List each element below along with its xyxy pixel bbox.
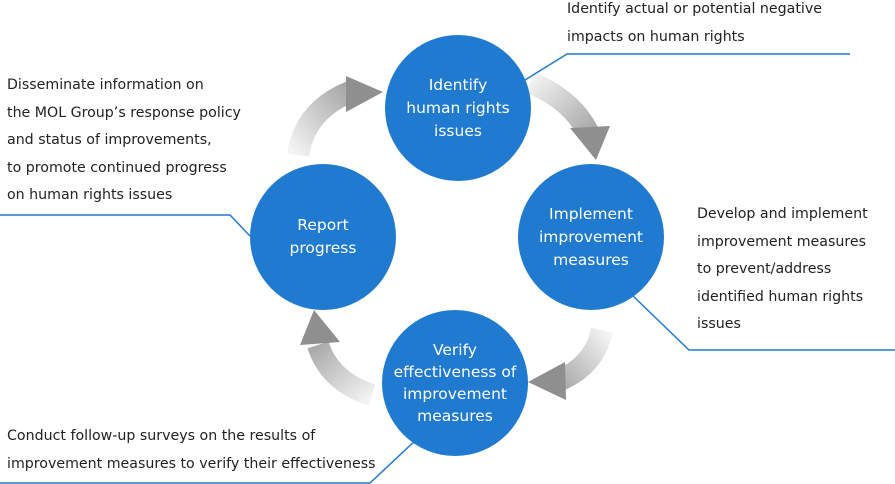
description-implement-line-4: identified human rights [697,288,864,305]
node-report-line-1: Report [297,216,349,234]
connector-line-identify [524,53,850,81]
node-report-line-2: progress [289,239,357,257]
description-implement-line-2: improvement measures [697,233,866,250]
description-report-line-2: the MOL Group’s response policy [7,104,241,121]
node-verify-effectiveness: Verify effectiveness of improvement meas… [382,310,528,456]
description-identify-line-2: impacts on human rights [567,28,745,45]
description-identify: Identify actual or potential negative im… [567,0,822,51]
node-identify-line-3: issues [434,121,482,140]
node-identify-issues: Identify human rights issues [385,35,531,181]
arrow-implement-to-verify [528,327,613,400]
arrow-identify-to-implement [525,71,610,160]
node-verify-line-3: improvement [402,385,507,403]
connector-line-report [0,214,251,237]
node-verify-line-1: Verify [433,341,477,359]
description-report-line-4: to promote continued progress [7,159,227,176]
node-implement-line-2: improvement [538,227,643,246]
connector-line-implement [631,294,895,351]
description-verify-line-2: improvement measures to verify their eff… [7,455,376,472]
description-report-line-1: Disseminate information on [7,77,204,93]
node-identify-line-1: Identify [428,75,488,94]
node-identify-line-2: human rights [406,98,510,117]
description-verify: Conduct follow-up surveys on the results… [7,423,376,478]
node-verify-line-2: effectiveness of [393,363,517,381]
description-report-line-3: and status of improvements, [7,132,212,148]
connector-line-verify [0,437,419,484]
node-verify-line-4: measures [417,407,493,425]
description-verify-line-1: Conduct follow-up surveys on the results… [7,428,316,444]
node-report-progress: Report progress [250,164,396,310]
node-implement-line-1: Implement [549,204,633,223]
arrow-report-to-identify [287,76,383,158]
node-implement-line-3: measures [553,250,629,269]
description-report: Disseminate information on the MOL Group… [7,72,241,210]
node-implement-measures: Implement improvement measures [518,164,664,310]
description-implement-line-5: issues [697,316,741,332]
description-implement-line-3: to prevent/address [697,261,832,277]
description-implement-line-1: Develop and implement [697,206,868,222]
description-report-line-5: on human rights issues [7,187,173,203]
description-implement: Develop and implement improvement measur… [697,201,868,339]
description-identify-line-1: Identify actual or potential negative [567,1,822,17]
arrow-verify-to-report [300,310,376,406]
